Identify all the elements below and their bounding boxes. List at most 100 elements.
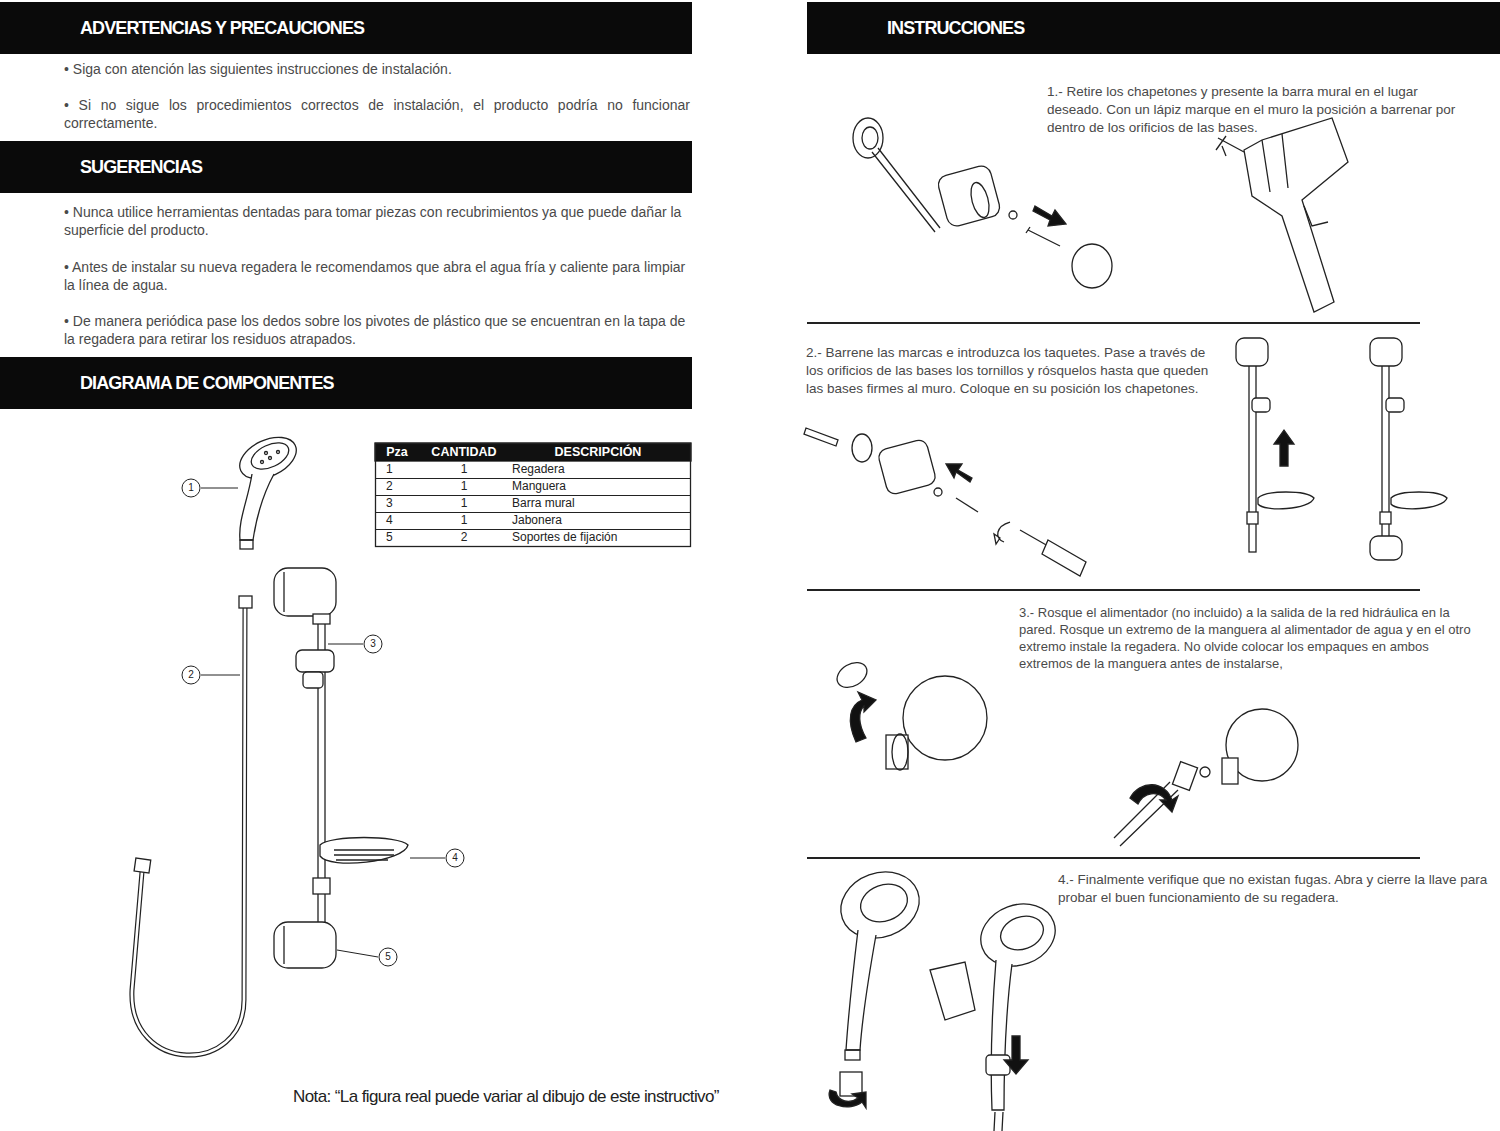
wall-bar-drawing bbox=[283, 572, 284, 612]
suggestion-text: • De manera periódica pase los dedos sob… bbox=[64, 312, 690, 349]
separator-line bbox=[807, 322, 1420, 324]
callout-circle bbox=[410, 858, 445, 859]
step2-drawing bbox=[1247, 512, 1258, 524]
table-cell: 1 bbox=[449, 512, 479, 529]
step2-drawing bbox=[1258, 492, 1314, 509]
step3-drawing bbox=[833, 657, 872, 692]
callout-circle bbox=[201, 675, 240, 676]
wall-bar-drawing bbox=[274, 568, 336, 616]
step3-drawing bbox=[1114, 782, 1178, 846]
step4-drawing bbox=[845, 1050, 860, 1060]
step1-drawing bbox=[1262, 134, 1328, 226]
step4-drawing bbox=[986, 1055, 1010, 1075]
separator-line bbox=[807, 857, 1420, 859]
step4-drawing bbox=[991, 960, 1012, 1110]
step1-drawing bbox=[872, 148, 940, 232]
callout-number: 3 bbox=[364, 637, 382, 651]
step3-drawing bbox=[1130, 785, 1178, 812]
callout-circle bbox=[182, 666, 200, 684]
showerhead-drawing bbox=[277, 451, 280, 454]
table-cell: Manguera bbox=[512, 478, 688, 495]
step3-drawing bbox=[850, 692, 876, 742]
step1-drawing bbox=[1216, 136, 1244, 156]
callout-circle bbox=[328, 644, 363, 645]
table-cell: 3 bbox=[386, 495, 416, 512]
step4-drawing bbox=[1004, 1036, 1028, 1074]
separator-line bbox=[807, 323, 1420, 858]
callout-circle bbox=[182, 479, 200, 497]
wall-bar-drawing bbox=[336, 859, 388, 860]
hose-drawing bbox=[132, 608, 245, 1055]
callout-number: 4 bbox=[446, 851, 464, 865]
step2-drawing bbox=[956, 498, 978, 512]
step3-drawing bbox=[1172, 762, 1197, 791]
step2-drawing bbox=[1370, 536, 1402, 560]
step1-drawing bbox=[1009, 211, 1017, 219]
suggestion-text: • Antes de instalar su nueva regadera le… bbox=[64, 258, 690, 295]
table-frame bbox=[375, 478, 691, 479]
callout-circle bbox=[182, 479, 464, 966]
wall-bar-drawing bbox=[303, 672, 323, 688]
table-cell: 4 bbox=[386, 512, 416, 529]
step3-drawing bbox=[892, 734, 908, 770]
section-band: ADVERTENCIAS Y PRECAUCIONES bbox=[0, 2, 692, 54]
step2-drawing bbox=[1042, 540, 1086, 576]
callout-circle bbox=[364, 635, 382, 653]
step2-drawing bbox=[1386, 398, 1404, 412]
step1-drawing bbox=[1033, 206, 1066, 226]
table-header: Pza bbox=[377, 443, 417, 461]
showerhead-drawing bbox=[247, 438, 293, 475]
wall-bar-drawing bbox=[283, 926, 284, 964]
step4-drawing bbox=[829, 861, 1064, 1131]
step2-drawing bbox=[934, 488, 942, 496]
showerhead-drawing bbox=[233, 429, 303, 549]
step4-drawing bbox=[846, 930, 876, 1050]
step2-drawing bbox=[804, 428, 838, 446]
section-heading: INSTRUCCIONES bbox=[887, 2, 1500, 54]
table-cell: 2 bbox=[449, 529, 479, 546]
step1-drawing bbox=[1072, 244, 1112, 288]
table-cell: Soportes de fijación bbox=[512, 529, 688, 546]
step3-drawing bbox=[903, 676, 987, 760]
callout-circle bbox=[337, 950, 378, 957]
table-cell: 1 bbox=[449, 495, 479, 512]
table-cell: Regadera bbox=[512, 461, 688, 478]
showerhead-drawing bbox=[240, 540, 253, 549]
table-header: DESCRIPCIÓN bbox=[512, 443, 684, 461]
hose-drawing bbox=[134, 858, 151, 873]
step2-drawing bbox=[1236, 338, 1268, 366]
showerhead-drawing bbox=[265, 452, 268, 455]
hose-drawing bbox=[132, 608, 245, 1055]
wall-bar-drawing bbox=[334, 854, 394, 855]
table-frame bbox=[375, 495, 691, 496]
step-text: 4.- Finalmente verifique que no existan … bbox=[1058, 871, 1488, 907]
step3-drawing bbox=[886, 735, 908, 769]
step2-drawing bbox=[946, 464, 972, 482]
step2-drawing bbox=[1274, 430, 1294, 466]
step1-drawing bbox=[853, 118, 1348, 312]
note-text: Nota: “La figura real puede variar al di… bbox=[293, 1086, 853, 1108]
suggestion-text: • Nunca utilice herramientas dentadas pa… bbox=[64, 203, 690, 240]
section-band: INSTRUCCIONES bbox=[807, 2, 1500, 54]
callout-circle bbox=[379, 948, 397, 966]
table-header: CANTIDAD bbox=[418, 443, 510, 461]
wall-bar-drawing bbox=[296, 650, 334, 672]
showerhead-drawing bbox=[240, 474, 274, 540]
wall-bar-drawing bbox=[274, 568, 408, 968]
step4-drawing bbox=[996, 910, 1048, 955]
wall-bar-drawing bbox=[274, 922, 336, 968]
step4-drawing bbox=[930, 962, 975, 1020]
table-frame bbox=[376, 444, 691, 547]
step1-drawing bbox=[862, 127, 878, 149]
callout-number: 2 bbox=[182, 668, 200, 682]
wall-bar-drawing bbox=[320, 838, 408, 864]
step1-drawing bbox=[1026, 227, 1060, 246]
table-cell: 2 bbox=[386, 478, 416, 495]
step2-drawing bbox=[1020, 530, 1048, 546]
step4-drawing bbox=[972, 894, 1064, 976]
step1-drawing bbox=[1244, 118, 1348, 312]
step1-drawing bbox=[853, 118, 883, 158]
step4-drawing bbox=[831, 861, 928, 949]
wall-bar-drawing bbox=[313, 614, 330, 624]
